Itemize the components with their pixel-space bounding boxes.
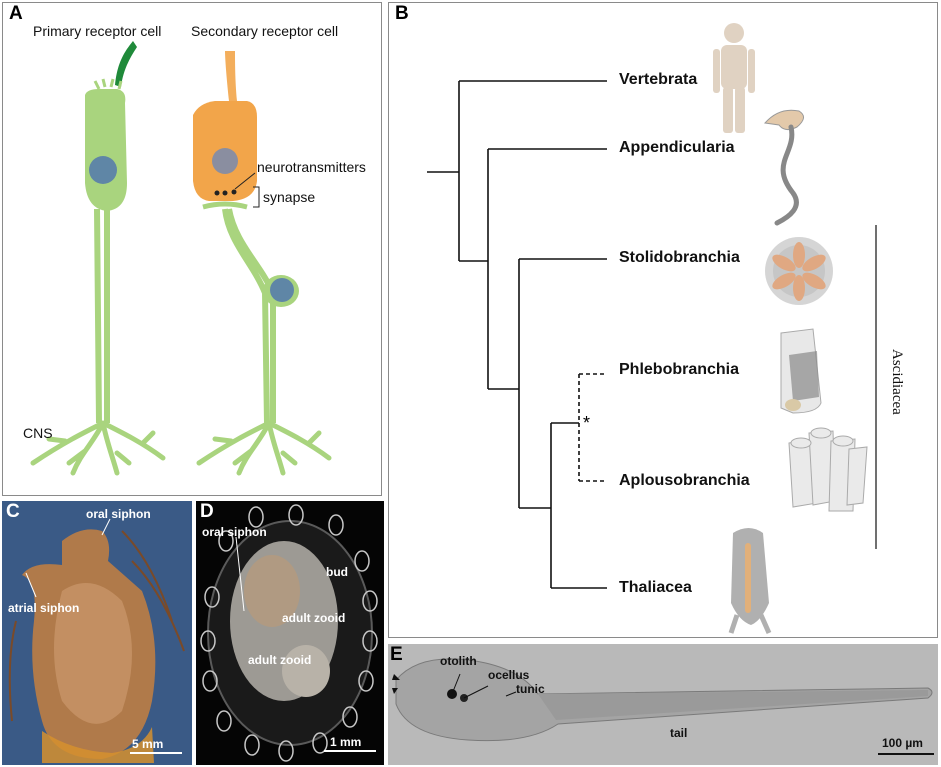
ganglion-nucleus (270, 278, 294, 302)
ascidian-photo (2, 501, 192, 765)
primary-cilium (115, 41, 137, 87)
secondary-axon (222, 208, 276, 424)
panel-letter-a: A (9, 3, 23, 24)
asterisk-marker: * (583, 413, 591, 433)
vesicle (214, 190, 220, 196)
panel-b: B Vertebrata Appendicularia Stolidobranc… (388, 2, 938, 638)
secondary-dendrites (196, 420, 332, 476)
cns-label: CNS (23, 425, 53, 441)
secondary-cilium (225, 51, 237, 101)
tail-label: tail (670, 726, 688, 740)
clade-ascidiacea: Ascidiacea (889, 349, 905, 415)
oral-siphon-label-c: oral siphon (86, 507, 151, 521)
stolidobranch-drawing (765, 237, 833, 305)
primary-cell-body (85, 89, 127, 211)
taxon-stolidobranchia: Stolidobranchia (619, 249, 740, 266)
panel-c: C oral siphon atrial siphon 5 mm (2, 501, 192, 765)
neurotransmitter-pointer (234, 172, 256, 190)
tree-dashed-branches (578, 373, 607, 482)
primary-receptor-title: Primary receptor cell (33, 23, 162, 39)
secondary-receptor-title: Secondary receptor cell (191, 23, 339, 39)
taxon-phlebobranchia: Phlebobranchia (619, 361, 740, 378)
colony-photo (196, 501, 384, 765)
thaliacean-drawing (728, 528, 772, 635)
vesicle (222, 190, 228, 196)
larva-photo (388, 644, 938, 765)
scale-label-e: 100 µm (882, 736, 923, 750)
postsynaptic-terminal (202, 201, 248, 210)
phylogenetic-tree (427, 23, 877, 635)
primary-receptor-cell (30, 41, 166, 476)
adult-zooid-label-2: adult zooid (248, 653, 312, 667)
phlebobranch-drawing (780, 328, 822, 414)
secondary-nucleus (212, 148, 238, 174)
scale-label-c: 5 mm (132, 737, 164, 751)
primary-axon (94, 208, 110, 424)
secondary-receptor-cell (193, 51, 332, 476)
peripheral-zooids (200, 504, 378, 762)
adult-zooid-label-1: adult zooid (282, 611, 346, 625)
panel-a: A Primary receptor cell Secondary recept… (2, 2, 382, 496)
otolith-spot (447, 689, 457, 699)
receptor-cells-diagram (30, 41, 332, 476)
vesicle (231, 189, 237, 195)
scale-label-d: 1 mm (330, 735, 362, 749)
microvilli (93, 78, 123, 90)
tunic-label: tunic (516, 682, 545, 696)
neurotransmitters-label: neurotransmitters (257, 159, 366, 175)
panel-letter-d: D (200, 501, 214, 522)
panel-letter-e: E (390, 644, 403, 665)
taxon-aplousobranchia: Aplousobranchia (619, 472, 750, 489)
aplousobranch-drawing (788, 427, 868, 512)
taxon-thaliacea: Thaliacea (619, 579, 692, 596)
human-silhouette (713, 23, 755, 133)
panel-e: E otolith ocellus tunic tail 100 µm (388, 644, 938, 765)
tree-branches (427, 80, 607, 589)
papillae-arrowheads (392, 674, 400, 694)
synapse-bracket (253, 186, 260, 208)
primary-dendrites (30, 420, 166, 476)
ocellus-label: ocellus (488, 668, 530, 682)
taxon-appendicularia: Appendicularia (619, 139, 735, 156)
oral-siphon-label-d: oral siphon (202, 525, 267, 539)
bud-label: bud (326, 565, 348, 579)
appendicularian-drawing (764, 109, 804, 226)
synapse-label: synapse (263, 189, 316, 205)
panel-letter-c: C (6, 501, 20, 522)
atrial-siphon-label: atrial siphon (8, 601, 80, 615)
panel-d: D oral siphon bud adult zooid adult zooi… (196, 501, 384, 765)
otolith-label: otolith (440, 654, 477, 668)
primary-nucleus (89, 156, 117, 184)
panel-letter-b: B (395, 3, 409, 24)
taxon-vertebrata: Vertebrata (619, 71, 698, 88)
